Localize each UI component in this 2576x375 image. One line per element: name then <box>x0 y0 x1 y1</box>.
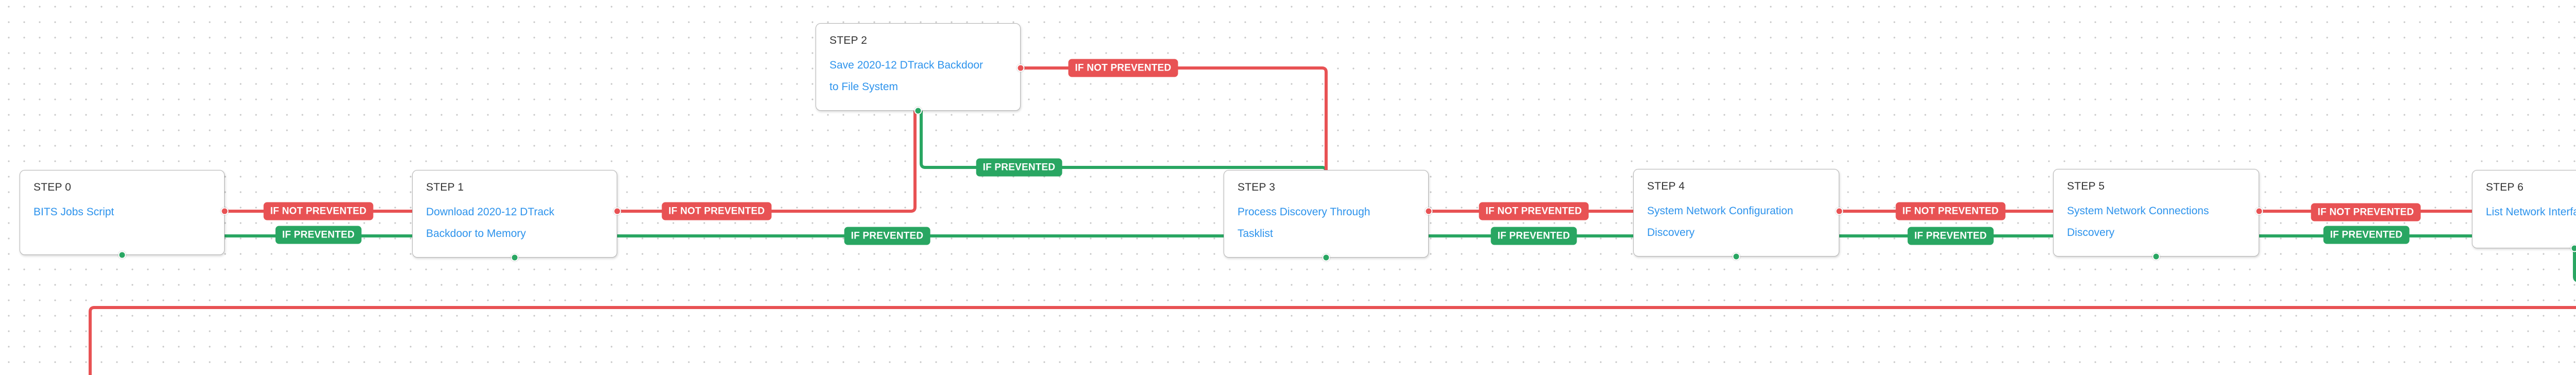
step-scenario-name-line: System Network Configuration <box>1647 205 1793 217</box>
step-scenario-name-line: Discovery <box>1647 227 1695 238</box>
edge-label-badge-prevented: IF PREVENTED <box>1907 227 1994 245</box>
step-scenario-name-line: Backdoor to Memory <box>426 228 526 240</box>
step-scenario-name[interactable]: Save 2020-12 DTrack Backdoor to File Syst… <box>829 55 1007 98</box>
step-title: STEP 2 <box>829 35 868 46</box>
green-output-anchor-step-4[interactable] <box>1732 252 1740 261</box>
edge-label-badge-not-prevented: IF NOT PREVENTED <box>2311 203 2421 221</box>
edge-label-badge-prevented: IF PREVENTED <box>1490 227 1577 245</box>
edge-label-badge-prevented: IF PREVENTED <box>275 226 362 244</box>
edge-label-badge-prevented: IF PREVENTED <box>976 158 1062 177</box>
red-output-anchor-step-1[interactable] <box>613 207 621 215</box>
edge-label-badge-not-prevented: IF NOT PREVENTED <box>1895 202 2006 220</box>
edge-label-badge-not-prevented: IF NOT PREVENTED <box>1479 202 1589 220</box>
step-title: STEP 0 <box>33 181 72 193</box>
edge-not-prevented-step-1-to-step-2[interactable] <box>617 111 917 213</box>
step-scenario-name-line: to File System <box>829 81 899 93</box>
step-scenario-name[interactable]: List Network Interfaces via netsh <box>2486 201 2576 223</box>
step-scenario-name-line: Tasklist <box>1238 228 1273 240</box>
step-scenario-name-line: Download 2020-12 DTrack <box>426 206 555 218</box>
step-scenario-name-line: List Network Interfaces via netsh <box>2486 206 2576 218</box>
step-node-6[interactable]: STEP 6 List Network Interfaces via netsh <box>2472 170 2576 248</box>
step-scenario-name-line: BITS Jobs Script <box>33 206 114 218</box>
green-output-anchor-step-5[interactable] <box>2152 252 2160 261</box>
step-node-2[interactable]: STEP 2 Save 2020-12 DTrack Backdoor to Fil… <box>816 23 1021 111</box>
red-output-anchor-step-5[interactable] <box>2255 207 2263 215</box>
red-output-anchor-step-2[interactable] <box>1016 64 1025 72</box>
green-output-anchor-step-0[interactable] <box>118 251 126 259</box>
red-output-anchor-step-0[interactable] <box>221 207 229 215</box>
edge-label-badge-not-prevented: IF NOT PREVENTED <box>1068 59 1178 77</box>
step-scenario-name[interactable]: BITS Jobs Script <box>33 201 211 223</box>
edge-not-prevented-step-2-to-step-3[interactable] <box>1021 66 1328 170</box>
edge-not-prevented-offscreen-bottom-to-step-7[interactable] <box>89 306 2576 375</box>
step-title: STEP 3 <box>1238 181 1276 193</box>
step-scenario-name-line: Save 2020-12 DTrack Backdoor <box>829 59 984 71</box>
green-output-anchor-step-2[interactable] <box>914 107 922 115</box>
green-output-anchor-step-1[interactable] <box>511 253 519 262</box>
step-node-0[interactable]: STEP 0 BITS Jobs Script <box>20 170 225 255</box>
step-title: STEP 4 <box>1647 180 1685 192</box>
edge-label-badge-not-prevented: IF NOT PREVENTED <box>662 202 772 220</box>
step-title: STEP 5 <box>2067 180 2105 192</box>
red-output-anchor-step-3[interactable] <box>1425 207 1433 215</box>
step-title: STEP 1 <box>426 181 464 193</box>
edge-label-badge-not-prevented: IF NOT PREVENTED <box>263 202 374 220</box>
edge-label-badge-prevented: IF PREVENTED <box>844 227 930 245</box>
green-output-anchor-step-3[interactable] <box>1322 253 1330 262</box>
edge-prevented-step-6-to-step-7[interactable] <box>2573 248 2576 282</box>
step-scenario-name-line: System Network Connections <box>2067 205 2209 217</box>
step-scenario-name-line: Discovery <box>2067 227 2115 238</box>
step-scenario-name-line: Process Discovery Through <box>1238 206 1370 218</box>
step-title: STEP 6 <box>2486 181 2524 193</box>
green-output-anchor-step-6[interactable] <box>2570 244 2576 252</box>
red-output-anchor-step-4[interactable] <box>1835 207 1843 215</box>
edge-label-badge-prevented: IF PREVENTED <box>2323 226 2410 244</box>
